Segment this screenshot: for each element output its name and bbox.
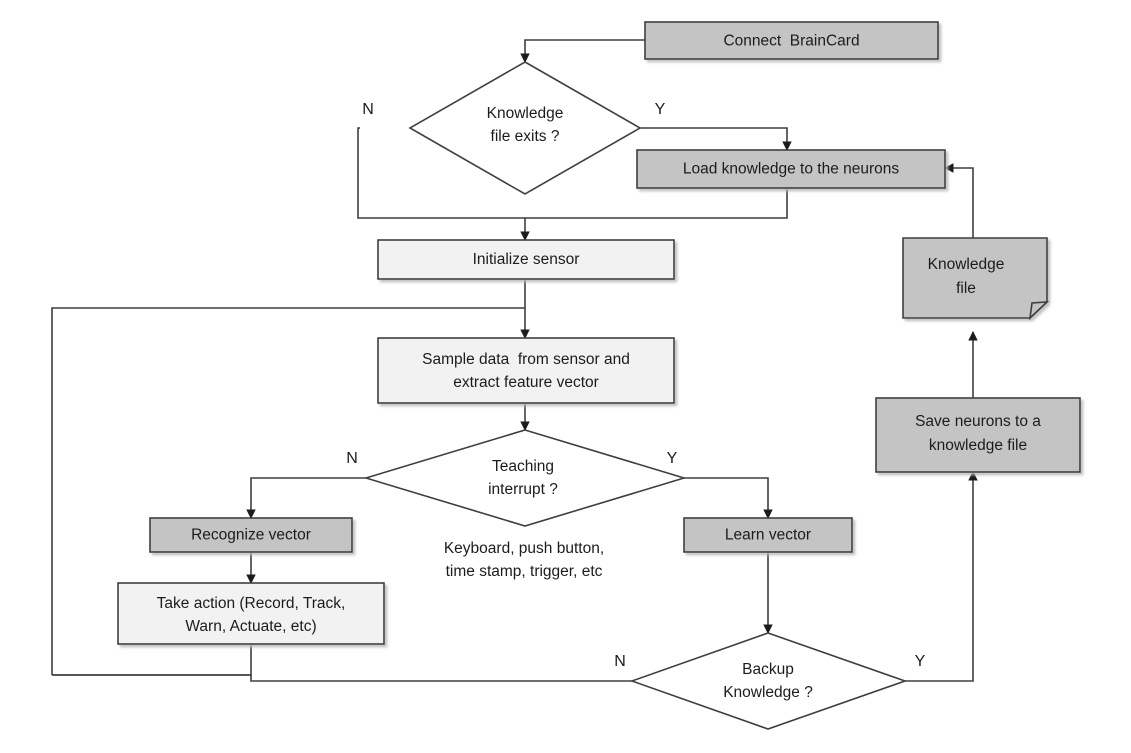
edge-teaching-no-to-recognize [246,477,366,519]
sample-data-label-line1: Sample data from sensor and [422,351,630,368]
node-knowledge-file-exits[interactable]: Knowledge file exits ? [408,61,642,195]
edge-knowledge-yes-to-load [640,127,792,151]
edge-backup-yes-to-save [905,471,978,682]
edge-loop-left-rail [51,307,525,675]
node-backup-knowledge[interactable]: Backup Knowledge ? [629,632,908,730]
save-neurons-box[interactable] [875,397,1081,473]
backup-knowledge-label-line2: Knowledge ? [723,684,813,701]
branch-label-teaching-no: N [346,450,358,467]
teaching-note-line2: time stamp, trigger, etc [446,563,603,580]
learn-vector-label: Learn vector [725,527,811,544]
backup-knowledge-label-line1: Backup [742,661,794,678]
knowledge-file-label-line1: Knowledge [928,256,1005,273]
knowledge-file-document-shape[interactable] [902,237,1048,319]
node-initialize-sensor[interactable]: Initialize sensor [377,239,675,280]
recognize-vector-label: Recognize vector [191,527,311,544]
edge-load-to-initialize [520,188,788,241]
teaching-interrupt-label-line2: interrupt ? [488,481,558,498]
teaching-interrupt-label-line1: Teaching [492,458,554,475]
teaching-note-line1: Keyboard, push button, [444,540,604,557]
connect-braincard-label: Connect BrainCard [723,33,859,50]
node-save-neurons[interactable]: Save neurons to a knowledge file [875,397,1081,473]
knowledge-file-exits-diamond[interactable] [408,61,642,195]
edge-knowledge-no-to-initialize [357,127,525,219]
knowledge-file-label-line2: file [956,280,976,297]
branch-label-backup-no: N [614,653,626,670]
branch-label-teaching-yes: Y [667,450,678,467]
take-action-box[interactable] [117,582,385,645]
edge-knowledgefile-to-load [944,163,974,238]
node-recognize-vector[interactable]: Recognize vector [149,517,353,553]
node-knowledge-file-document[interactable]: Knowledge file [902,237,1050,321]
save-neurons-label-line1: Save neurons to a [915,413,1041,430]
teaching-interrupt-diamond[interactable] [363,429,687,527]
branch-label-knowledge-no: N [362,101,374,118]
node-connect-braincard[interactable]: Connect BrainCard [644,21,939,60]
node-load-knowledge[interactable]: Load knowledge to the neurons [636,149,946,189]
sample-data-box[interactable] [377,337,675,404]
edge-connect-to-knowledge-decision [520,39,645,63]
initialize-sensor-label: Initialize sensor [473,251,580,268]
knowledge-file-fold-icon [1028,301,1050,321]
learn-vector-box[interactable] [683,517,853,553]
node-learn-vector[interactable]: Learn vector [683,517,853,553]
load-knowledge-label: Load knowledge to the neurons [683,161,900,178]
backup-knowledge-diamond[interactable] [629,632,908,730]
knowledge-file-exits-label-line1: Knowledge [487,105,564,122]
edge-teaching-yes-to-learn [684,477,773,519]
initialize-sensor-box[interactable] [377,239,675,280]
node-take-action[interactable]: Take action (Record, Track, Warn, Actuat… [117,582,385,645]
branch-label-knowledge-yes: Y [655,101,666,118]
take-action-label-line2: Warn, Actuate, etc) [185,618,316,635]
take-action-label-line1: Take action (Record, Track, [157,595,346,612]
knowledge-file-exits-label-line2: file exits ? [491,128,560,145]
connect-braincard-box[interactable] [644,21,939,60]
edge-backup-no-to-loop [250,675,632,682]
node-teaching-interrupt[interactable]: Teaching interrupt ? [363,429,687,527]
recognize-vector-box[interactable] [149,517,353,553]
branch-label-backup-yes: Y [915,653,926,670]
edge-takeaction-to-loop [52,644,252,676]
sample-data-label-line2: extract feature vector [453,374,599,391]
save-neurons-label-line2: knowledge file [929,437,1027,454]
node-sample-data[interactable]: Sample data from sensor and extract feat… [377,337,675,404]
load-knowledge-box[interactable] [636,149,946,189]
